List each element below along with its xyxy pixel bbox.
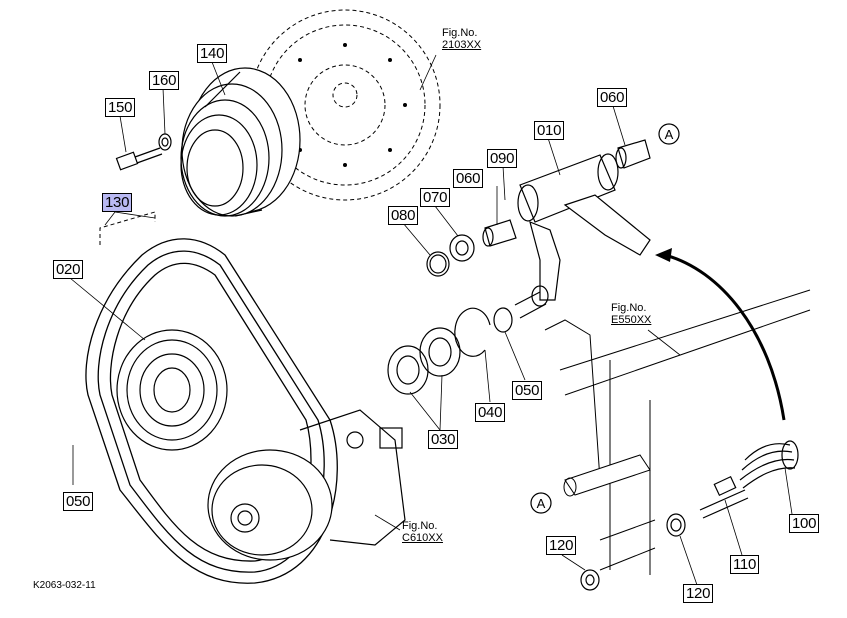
callout-080[interactable]: 080 bbox=[388, 206, 419, 225]
callout-020[interactable]: 020 bbox=[53, 260, 84, 279]
callout-070[interactable]: 070 bbox=[420, 188, 451, 207]
figref-frame-number[interactable]: E550XX bbox=[611, 314, 652, 326]
spring-assembly-drawing bbox=[580, 440, 799, 591]
bearings-drawing bbox=[387, 307, 513, 395]
belt-set-bracket bbox=[99, 211, 156, 245]
ref-marker-top: A bbox=[665, 127, 674, 142]
figref-frame-label: Fig.No. bbox=[611, 302, 647, 314]
callout-060-top[interactable]: 060 bbox=[597, 88, 628, 107]
assembly-arrow-head bbox=[655, 248, 672, 262]
drawing-code: K2063-032-11 bbox=[33, 580, 96, 591]
callout-120-left[interactable]: 120 bbox=[546, 536, 577, 555]
frame-drawing bbox=[544, 289, 811, 575]
callout-060-mid[interactable]: 060 bbox=[453, 169, 484, 188]
bolt-drawing bbox=[115, 133, 172, 171]
callout-160[interactable]: 160 bbox=[149, 71, 180, 90]
callout-090[interactable]: 090 bbox=[487, 149, 518, 168]
figref-pump[interactable]: Fig.No. C610XX bbox=[402, 520, 443, 544]
lower-pulley-drawing bbox=[116, 329, 228, 451]
v-belt-drawing bbox=[85, 238, 338, 584]
callout-050-left[interactable]: 050 bbox=[63, 492, 94, 511]
ref-marker-bottom: A bbox=[537, 496, 546, 511]
figref-flywheel-label: Fig.No. bbox=[442, 27, 478, 39]
callout-130[interactable]: 130 bbox=[102, 193, 133, 212]
leader-lines bbox=[69, 54, 793, 586]
figref-pump-number[interactable]: C610XX bbox=[402, 532, 443, 544]
callout-150[interactable]: 150 bbox=[105, 98, 136, 117]
callout-050-right[interactable]: 050 bbox=[512, 381, 543, 400]
figref-pump-label: Fig.No. bbox=[402, 520, 438, 532]
callout-100[interactable]: 100 bbox=[789, 514, 820, 533]
assembly-arrow bbox=[664, 253, 786, 421]
flywheel-bolt-holes bbox=[283, 43, 407, 167]
callout-120-right[interactable]: 120 bbox=[683, 584, 714, 603]
callout-010[interactable]: 010 bbox=[534, 121, 565, 140]
figref-flywheel-number[interactable]: 2103XX bbox=[442, 39, 482, 51]
callout-040[interactable]: 040 bbox=[475, 403, 506, 422]
callout-110[interactable]: 110 bbox=[730, 555, 760, 574]
bracket-drawing bbox=[514, 153, 651, 319]
bushings-drawing bbox=[426, 139, 651, 277]
ref-marker-circles bbox=[530, 123, 680, 514]
figref-frame[interactable]: Fig.No. E550XX bbox=[611, 302, 651, 326]
callout-140[interactable]: 140 bbox=[197, 44, 228, 63]
figref-flywheel[interactable]: Fig.No. 2103XX bbox=[442, 27, 481, 51]
drive-pulley-drawing bbox=[180, 67, 301, 217]
callout-030[interactable]: 030 bbox=[428, 430, 459, 449]
pump-drawing bbox=[207, 409, 406, 561]
